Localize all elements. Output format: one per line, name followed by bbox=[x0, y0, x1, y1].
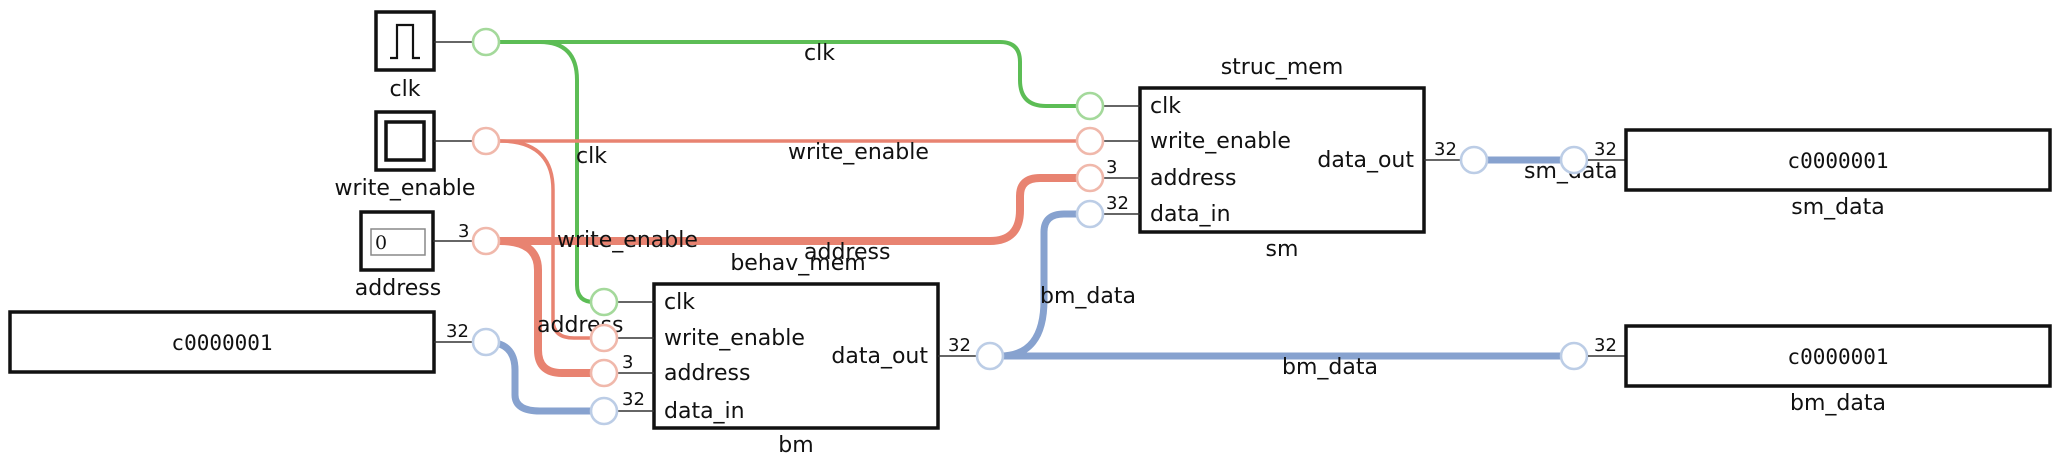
wire-clk-to-sm[interactable] bbox=[486, 40, 1090, 108]
wire-label-we-top: write_enable bbox=[788, 140, 929, 165]
wire-address-to-sm[interactable] bbox=[486, 174, 1090, 245]
bm-address-width: 3 bbox=[622, 352, 633, 373]
bm-port-we-label: write_enable bbox=[664, 326, 805, 351]
sm-data-output-label: sm_data bbox=[1791, 195, 1884, 220]
wire-bm-data-to-sm[interactable] bbox=[999, 210, 1090, 360]
sm-port-we-label: write_enable bbox=[1150, 129, 1291, 154]
address-value-field[interactable] bbox=[370, 228, 426, 256]
wire-label-bm-data-up: bm_data bbox=[1040, 284, 1136, 309]
bm-port-data-in-label: data_in bbox=[664, 399, 745, 424]
wire-labels: clk clk write_enable write_enable addres… bbox=[537, 41, 1617, 380]
bm-data-output-port[interactable] bbox=[1559, 341, 1589, 371]
sm-clk-port[interactable] bbox=[1075, 91, 1105, 121]
address-input-label: address bbox=[355, 276, 441, 301]
behav-mem-title: behav_mem bbox=[730, 251, 865, 276]
module-struc-mem[interactable]: struc_mem sm 3 32 clk write_enable addre… bbox=[1075, 55, 1489, 262]
output-bm-data[interactable]: 32 c0000001 bm_data bbox=[1559, 324, 2052, 416]
bm-port-address-label: address bbox=[664, 361, 750, 386]
sm-data-in-port[interactable] bbox=[1075, 199, 1105, 229]
module-behav-mem[interactable]: behav_mem bm 3 32 clk write_enable addre… bbox=[589, 251, 1005, 458]
behav-mem-box[interactable] bbox=[652, 282, 940, 430]
bm-data-out-width: 32 bbox=[948, 335, 971, 356]
struc-mem-title: struc_mem bbox=[1221, 55, 1344, 80]
wire-label-we-overlap: write_enable bbox=[557, 228, 698, 253]
write-enable-input-label: write_enable bbox=[335, 176, 476, 201]
wires bbox=[485, 40, 1574, 415]
sm-data-out-port[interactable] bbox=[1459, 145, 1489, 175]
bm-data-input-value: c0000001 bbox=[171, 331, 272, 355]
output-sm-data[interactable]: 32 c0000001 sm_data bbox=[1559, 128, 2052, 220]
bm-data-input-width: 32 bbox=[446, 321, 469, 342]
input-bm-data[interactable]: c0000001 32 bbox=[8, 310, 501, 374]
wire-label-address-top: address bbox=[804, 240, 890, 265]
wire-we-to-bm[interactable] bbox=[499, 139, 604, 340]
bm-data-out-port[interactable] bbox=[975, 341, 1005, 371]
wire-bm-data-in[interactable] bbox=[485, 338, 604, 415]
bm-data-in-port[interactable] bbox=[589, 396, 619, 426]
sm-address-port[interactable] bbox=[1075, 163, 1105, 193]
input-clk[interactable]: clk bbox=[374, 10, 501, 102]
address-width-label: 3 bbox=[458, 221, 469, 242]
sm-data-output-value: c0000001 bbox=[1787, 149, 1888, 173]
address-output-port[interactable] bbox=[471, 226, 501, 256]
clk-output-port[interactable] bbox=[471, 27, 501, 57]
clk-input-box[interactable] bbox=[374, 10, 436, 72]
bm-data-output-label: bm_data bbox=[1790, 391, 1886, 416]
bm-data-output-value: c0000001 bbox=[1787, 345, 1888, 369]
sm-port-data-out-label: data_out bbox=[1317, 148, 1414, 173]
sm-address-width: 3 bbox=[1106, 157, 1117, 178]
bm-address-port[interactable] bbox=[589, 358, 619, 388]
wire-label-bm-data-right: bm_data bbox=[1282, 355, 1378, 380]
behav-mem-instance: bm bbox=[778, 433, 813, 458]
wire-label-clk-top: clk bbox=[804, 41, 835, 66]
bm-data-input-box[interactable] bbox=[8, 310, 436, 374]
bm-clk-port[interactable] bbox=[589, 287, 619, 317]
sm-data-out-width: 32 bbox=[1434, 139, 1457, 160]
wire-label-clk-branch: clk bbox=[576, 144, 607, 169]
sm-port-data-in-label: data_in bbox=[1150, 202, 1231, 227]
sm-port-clk-label: clk bbox=[1150, 94, 1181, 119]
toggle-box-icon bbox=[384, 120, 426, 162]
address-value: 0 bbox=[375, 232, 387, 254]
sm-write-enable-port[interactable] bbox=[1075, 126, 1105, 156]
clk-input-label: clk bbox=[390, 77, 421, 102]
sm-data-output-width: 32 bbox=[1594, 139, 1617, 160]
sm-data-output-port[interactable] bbox=[1559, 145, 1589, 175]
input-address[interactable]: 0 3 address bbox=[355, 210, 501, 301]
wire-clk-to-bm[interactable] bbox=[539, 40, 604, 304]
bm-data-input-port[interactable] bbox=[471, 327, 501, 357]
write-enable-output-port[interactable] bbox=[471, 126, 501, 156]
bm-port-clk-label: clk bbox=[664, 290, 695, 315]
struc-mem-instance: sm bbox=[1266, 237, 1299, 262]
wire-address-to-bm[interactable] bbox=[499, 237, 604, 377]
sm-data-in-width: 32 bbox=[1106, 193, 1129, 214]
input-write-enable[interactable]: write_enable bbox=[335, 110, 501, 201]
square-wave-icon bbox=[390, 23, 420, 60]
bm-data-output-box[interactable] bbox=[1624, 324, 2052, 388]
bm-data-output-width: 32 bbox=[1594, 335, 1617, 356]
bm-port-data-out-label: data_out bbox=[831, 344, 928, 369]
bm-write-enable-port[interactable] bbox=[589, 323, 619, 353]
sm-port-address-label: address bbox=[1150, 166, 1236, 191]
sm-data-output-box[interactable] bbox=[1624, 128, 2052, 192]
bm-data-in-width: 32 bbox=[622, 389, 645, 410]
